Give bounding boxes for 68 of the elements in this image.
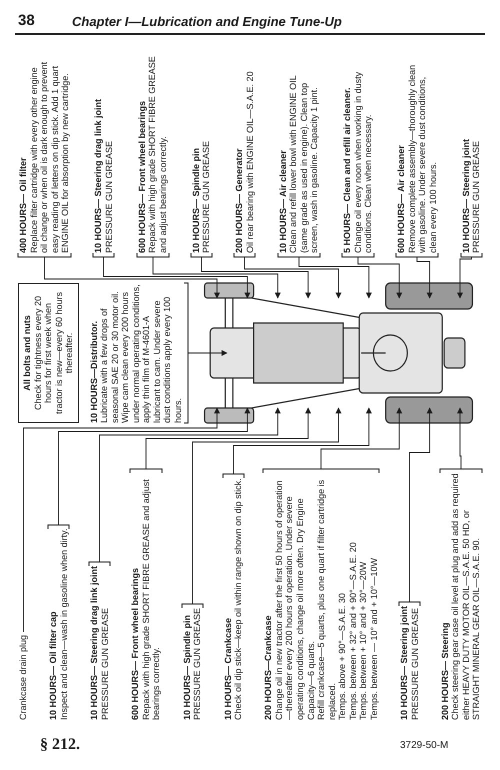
callout-heading: 200 HOURS— Steering — [440, 621, 450, 720]
leader-line — [298, 256, 372, 299]
callout-text: Temps. above + 90°—S.A.E. 30 — [337, 592, 348, 720]
callout-text: PRESSURE GUN GREASE — [192, 608, 203, 720]
callout-heading: 10 HOURS—Distributor. — [88, 320, 100, 423]
callout-text: PRESSURE GUN GREASE — [410, 606, 420, 720]
note-text: Check for tightness every 20 hours for first week when tractor is new—every 60 hours thereafter. — [32, 290, 75, 416]
callout-text: Clean and refill lower bowl with ENGINE OIL (same grade as used in engine). Clean top screen, wash in gasoline. Capacity 1 pint. — [288, 74, 320, 253]
leader-line — [320, 407, 402, 470]
leader-line — [244, 256, 342, 299]
leader-line — [409, 407, 433, 602]
callout-heading: 200 HOURS—Crankcase — [263, 614, 274, 720]
callout-text: PRESSURE GUN GREASE — [104, 140, 114, 253]
callout-heading: 10 HOURS— Spindle pin — [182, 614, 192, 720]
callout-heading: 10 HOURS— Steering drag link joint — [93, 98, 104, 253]
callout-text: Repack with high grade SHORT FIBRE GREASE and adjust bearings correctly. — [147, 56, 168, 253]
callout-text: Inspect and clean—wash in gasoline when dirty. — [58, 528, 70, 720]
callout-text: Check steering gear case oil level at plug and add as required either HEAVY DUTY MOTOR OIL—S.A.E. 50 HD, or STRAIGHT MINERAL GEAR OIL—S.A.E. 90. — [450, 473, 482, 720]
leader-line — [152, 256, 281, 299]
callout-text: Refill crankcase—5 quarts, plus one quart if filter cartridge is replaced. — [316, 478, 338, 720]
callout-text: PRESSURE GUN GREASE — [201, 140, 212, 253]
callout-text: Replace filter cartridge with every other engine oil change or when oil is dark enough to prevent easy reading of letters on dip stick. Add 1 quart ENGINE OIL for absorption by new cartridge. — [28, 60, 71, 253]
leader-line — [188, 350, 228, 356]
callout-text: Remove complete assembly—thoroughly clean with gasoline. Under severe dust conditions, clean every 100 hours. — [406, 64, 438, 253]
callout-heading: 600 HOURS— Air cleaner — [396, 144, 407, 253]
callout-heading: 600 HOURS— Front wheel bearings — [130, 566, 141, 720]
callout-heading: 10 HOURS— Steering drag link joint — [89, 566, 100, 720]
leader-line — [192, 407, 342, 604]
callout-text: Repack with high grade SHORT FIBRE GREASE and adjust bearings correctly. — [140, 478, 162, 720]
callout-text: Lubricate with a few drops of seasonal SAE 20 or 30 motor oil. Wipe cam clean every 200 hours under normal operating conditions, apply thin film of M-4601-A lubricant to cam. Under severe dust conditions apply every 100 hours. — [99, 283, 184, 423]
section-number: § 212. — [40, 736, 80, 754]
callout-heading: 10 HOURS— Oil filter cap — [48, 610, 59, 720]
callout-label: Crankcase drain plug — [18, 634, 29, 720]
running-head: Chapter I—Lubrication and Engine Tune-Up — [72, 14, 342, 29]
leader-line — [58, 407, 250, 526]
page-number: 38 — [18, 12, 35, 29]
leader-line — [457, 256, 472, 299]
callout-text: PRESSURE GUN GREASE — [471, 140, 482, 253]
callout-heading: 400 HOURS— Oil filter — [18, 156, 29, 253]
note-heading: All bolts and nuts — [22, 314, 33, 393]
callout-text: Check oil dip stick—keep oil within range shown on dip stick. — [233, 478, 244, 720]
callout-heading: 10 HOURS— Steering joint — [460, 138, 472, 253]
callout-text: PRESSURE GUN GREASE — [100, 606, 110, 720]
callout-text: Change oil in new tractor after the first 50 hours of operation—thereafter every 200 hours of operation. Under severe operating conditions, change oil more often. Dry Engine Capacity—6 quarts. — [274, 479, 316, 720]
figure-code: 3729-50-M — [400, 740, 448, 751]
leader-line — [416, 256, 433, 299]
callout-heading: 10 HOURS— Air cleaner — [278, 149, 288, 253]
leader-line — [457, 407, 463, 470]
leader-line — [201, 256, 312, 299]
callout-text: Temps. between + 10° and + 30°—20W — [358, 560, 369, 720]
leader-line — [233, 407, 372, 474]
leader-line — [99, 407, 281, 562]
leader-line — [23, 407, 220, 632]
leader-line — [103, 256, 250, 299]
callout-text: Change oil every noon when working in dusty conditions. Clean when necessary. — [352, 70, 374, 253]
callout-text: Oil rear bearing with ENGINE OIL—S.A.E. 20 — [244, 71, 256, 253]
callout-heading: 600 HOURS— Front wheel bearings — [136, 100, 148, 253]
callout-heading: 10 HOURS— Spindle pin — [190, 146, 202, 253]
callout-text: Temps. between + 32° and + 90°—S.A.E. 20 — [348, 541, 358, 720]
leader-line — [44, 256, 220, 299]
callout-text: Temps. between — 10° and + 10°—10W — [368, 556, 380, 720]
note-box — [18, 283, 79, 423]
leader-line — [358, 256, 402, 299]
callout-heading: 5 HOURS— Clean and refill air cleaner. — [342, 86, 353, 253]
leader-line — [146, 407, 312, 470]
callout-heading: 10 HOURS— Steering joint — [398, 606, 410, 720]
callout-heading: 200 HOURS— Generator — [234, 147, 245, 253]
callout-heading: 10 HOURS— Crankcase — [222, 616, 234, 720]
